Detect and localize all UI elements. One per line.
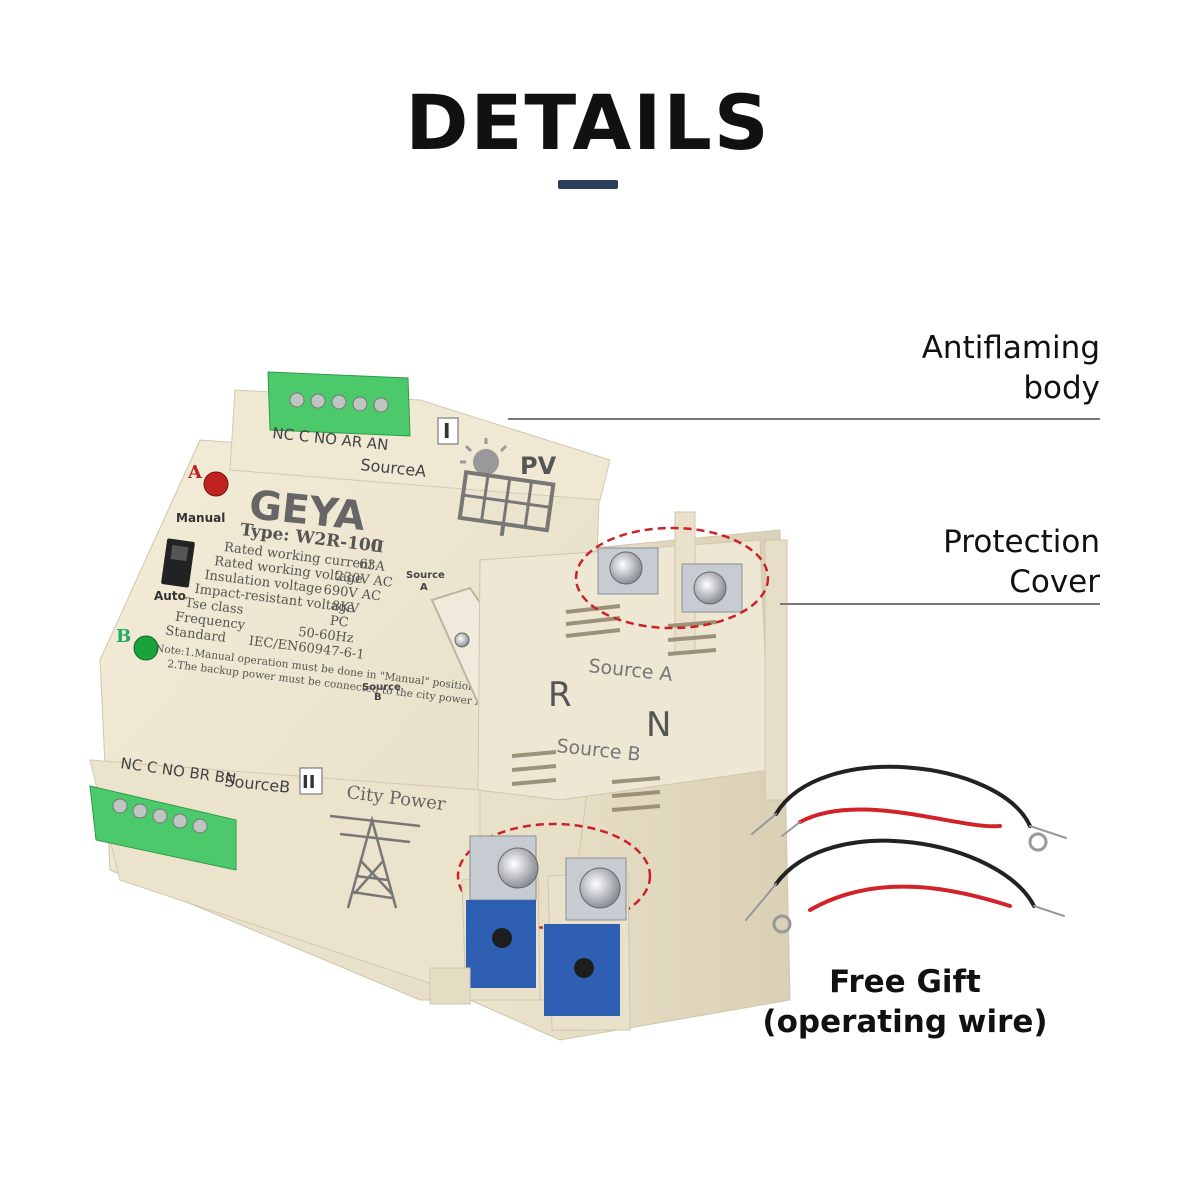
top-terminal-block [267, 371, 411, 437]
svg-text:I: I [443, 419, 450, 443]
callout-line2: body [1023, 370, 1100, 406]
svg-text:Manual: Manual [176, 511, 225, 525]
svg-text:A: A [420, 582, 428, 593]
svg-text:II: II [302, 772, 315, 793]
solar-panel-icon [457, 470, 556, 537]
callout-protection-cover: Protection Cover [820, 522, 1100, 602]
terminal-r-label: R [548, 675, 572, 715]
pv-panel: I PV [437, 417, 557, 537]
svg-text:Tse class: Tse class [184, 596, 244, 618]
bottom-terminal-block [89, 785, 237, 871]
svg-text:Auto: Auto [154, 589, 186, 603]
callout-line-antiflaming [508, 418, 1100, 420]
indicator-a-label: A [187, 462, 203, 483]
gift-line1: Free Gift [829, 964, 981, 1000]
svg-text:PC: PC [329, 614, 349, 631]
terminal-n-label: N [646, 705, 671, 745]
callout-antiflaming-body: Antiflaming body [820, 328, 1100, 408]
svg-text:230V AC: 230V AC [334, 569, 393, 591]
indicator-b-label: B [116, 626, 131, 647]
din-clip [429, 967, 471, 1005]
svg-text:8KV: 8KV [331, 599, 361, 617]
bottom-screw-terminals [461, 835, 631, 1031]
svg-text:Standard: Standard [165, 624, 227, 646]
highlight-top-terminals [574, 526, 770, 630]
svg-text:50-60Hz: 50-60Hz [297, 625, 354, 647]
gift-line2: (operating wire) [762, 1004, 1048, 1040]
title-underline [558, 180, 618, 189]
callout-line1: Protection [943, 524, 1100, 560]
callout-line1: Antiflaming [921, 330, 1100, 366]
svg-text:B: B [374, 692, 382, 703]
operating-wires-image [745, 764, 1067, 934]
indicator-b-light [133, 635, 159, 661]
free-gift-caption: Free Gift (operating wire) [740, 962, 1070, 1042]
callout-line-protection [780, 603, 1100, 605]
svg-text:Source: Source [406, 570, 445, 581]
top-screw-terminals [597, 547, 743, 613]
indicator-a-light [203, 471, 229, 497]
svg-text:690V AC: 690V AC [323, 583, 382, 605]
pole-mark: II [370, 536, 385, 556]
sun-icon [460, 438, 508, 475]
power-tower-icon [329, 814, 421, 909]
page-title: DETAILS [405, 78, 771, 167]
svg-text:Source: Source [362, 682, 401, 693]
callout-line2: Cover [1009, 564, 1100, 600]
svg-text:63A: 63A [358, 557, 386, 575]
svg-text:PV: PV [520, 452, 557, 480]
